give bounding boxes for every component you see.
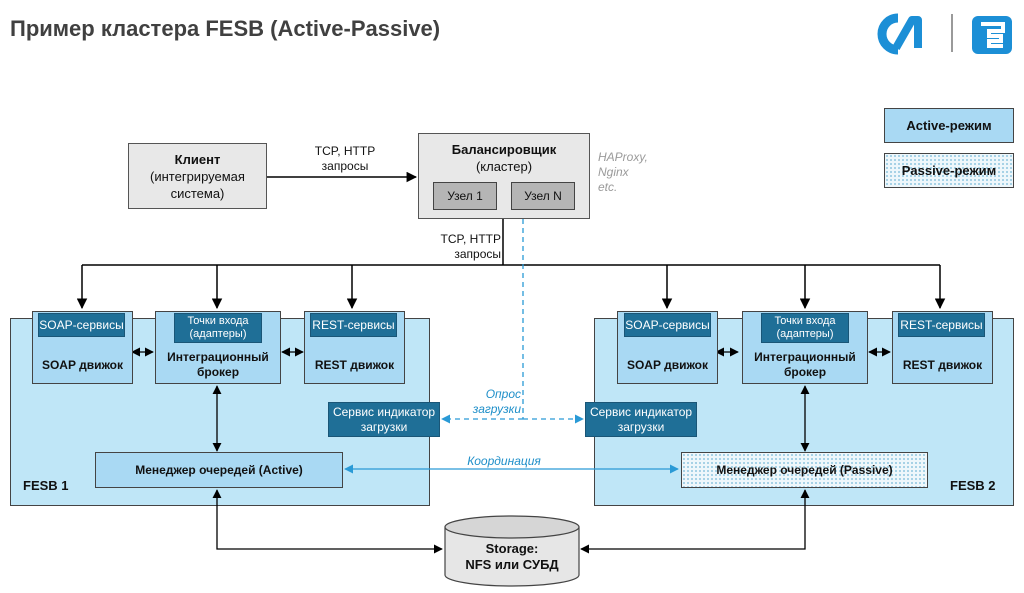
fesb2-entry-line1: Точки входа bbox=[774, 315, 836, 327]
legend-passive: Passive-режим bbox=[884, 153, 1014, 188]
fesb2-rest-services: REST-сервисы bbox=[898, 313, 985, 337]
fesb2-broker-label: Интеграционный брокер bbox=[743, 350, 867, 380]
fesb2-label: FESB 2 bbox=[950, 478, 996, 493]
fesb2-rest-engine-label: REST движок bbox=[902, 358, 983, 372]
client-title: Клиент bbox=[174, 151, 221, 167]
balancer-title: Балансировщик bbox=[451, 142, 557, 157]
fesb2-broker-line2: брокер bbox=[783, 365, 827, 379]
client-box: Клиент (интегрируемая система) bbox=[128, 143, 267, 209]
fesb2-broker-line1: Интеграционный bbox=[754, 350, 856, 364]
fesb1-soap-services: SOAP-сервисы bbox=[38, 313, 125, 337]
balancer-tech: HAProxy, Nginx etc. bbox=[598, 150, 648, 195]
fesb2-entry-line2: (адаптеры) bbox=[776, 328, 834, 340]
storage-line2: NFS или СУБД bbox=[465, 557, 559, 572]
requests-label-2: запросы bbox=[454, 247, 501, 261]
balancer-node-1: Узел 1 bbox=[433, 182, 497, 210]
fesb2-soap-engine-label: SOAP движок bbox=[626, 358, 709, 372]
fesb1-soap-engine-label: SOAP движок bbox=[41, 358, 124, 372]
fesb1-label: FESB 1 bbox=[23, 478, 69, 493]
tech-nginx: Nginx bbox=[598, 165, 629, 179]
balancer-subtitle: (кластер) bbox=[475, 159, 533, 174]
fesb1-broker-line2: брокер bbox=[196, 365, 240, 379]
client-line2: система) bbox=[170, 185, 225, 201]
fesb2-soap-services: SOAP-сервисы bbox=[624, 313, 711, 337]
requests-label-1: запросы bbox=[321, 159, 369, 173]
tech-etc: etc. bbox=[598, 180, 618, 194]
storage-label: Storage: NFS или СУБД bbox=[444, 541, 580, 573]
legend-active: Active-режим bbox=[884, 108, 1014, 143]
poll-label-1: Опрос bbox=[485, 387, 521, 401]
client-link-label: TCP, HTTP запросы bbox=[300, 144, 390, 174]
fesb1-load-indicator: Сервис индикатор загрузки bbox=[328, 402, 440, 437]
tech-haproxy: HAProxy, bbox=[598, 150, 648, 164]
fesb2-entry-points: Точки входа (адаптеры) bbox=[761, 313, 849, 343]
fesb1-entry-line1: Точки входа bbox=[187, 315, 249, 327]
fesb1-rest-services: REST-сервисы bbox=[310, 313, 397, 337]
poll-label: Опрос загрузки bbox=[463, 387, 521, 417]
storage-line1: Storage: bbox=[485, 541, 539, 556]
fesb1-queue-manager: Менеджер очередей (Active) bbox=[95, 452, 343, 488]
storage-cylinder: Storage: NFS или СУБД bbox=[444, 515, 580, 587]
fesb2-queue-manager: Менеджер очередей (Passive) bbox=[681, 452, 928, 488]
company-logo bbox=[868, 8, 1018, 56]
fesb2-load-line2: загрузки bbox=[617, 419, 665, 434]
fesb1-broker-label: Интеграционный брокер bbox=[156, 350, 280, 380]
bus-link-label: TCP, HTTP запросы bbox=[433, 232, 501, 262]
coord-label: Координация bbox=[467, 454, 541, 468]
fesb1-rest-engine-label: REST движок bbox=[314, 358, 395, 372]
page-title: Пример кластера FESB (Active-Passive) bbox=[10, 16, 441, 41]
fesb1-broker-line1: Интеграционный bbox=[167, 350, 269, 364]
fesb2-load-indicator: Сервис индикатор загрузки bbox=[585, 402, 697, 437]
client-line1: (интегрируемая bbox=[150, 168, 245, 184]
poll-label-2: загрузки bbox=[472, 402, 521, 416]
balancer-node-n: Узел N bbox=[511, 182, 575, 210]
fesb1-entry-line2: (адаптеры) bbox=[189, 328, 247, 340]
fesb2-load-line1: Сервис индикатор bbox=[589, 404, 693, 419]
tcp-label-2: TCP, HTTP bbox=[440, 232, 501, 246]
database-icon bbox=[444, 515, 580, 587]
fesb1-entry-points: Точки входа (адаптеры) bbox=[174, 313, 262, 343]
fesb1-load-line1: Сервис индикатор bbox=[332, 404, 436, 419]
tcp-label-1: TCP, HTTP bbox=[314, 144, 376, 158]
fesb1-load-line2: загрузки bbox=[360, 419, 408, 434]
